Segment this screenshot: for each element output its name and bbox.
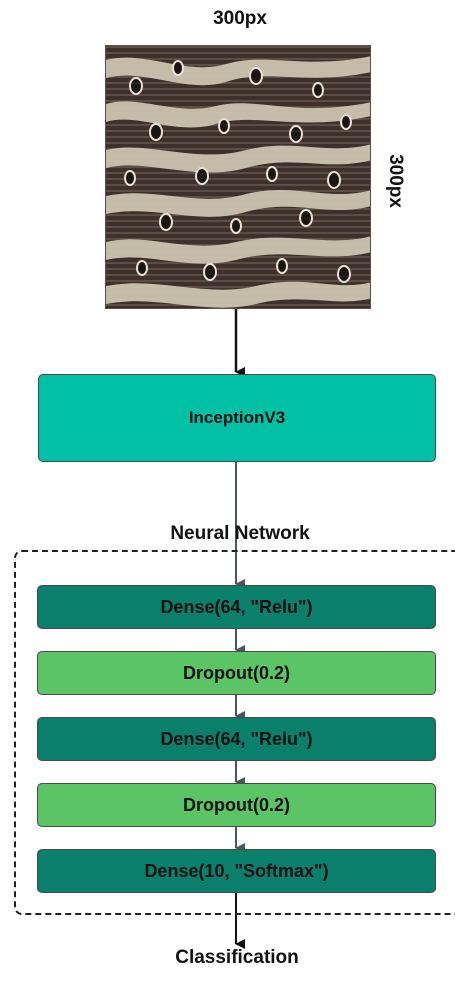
layer-label: Dropout(0.2) xyxy=(183,794,290,815)
layer-dropout-1: Dropout(0.2) xyxy=(37,651,436,695)
layer-dense-2: Dense(64, "Relu") xyxy=(37,717,436,761)
neural-network-title: Neural Network xyxy=(170,523,310,544)
layer-label: Dense(64, "Relu") xyxy=(160,596,313,617)
neural-network-frame xyxy=(14,550,455,915)
layer-dropout-2: Dropout(0.2) xyxy=(37,783,436,827)
layer-label: Dropout(0.2) xyxy=(183,662,290,683)
output-label: Classification xyxy=(175,947,299,968)
input-width-label: 300px xyxy=(213,8,267,29)
layer-label: Dense(10, "Softmax") xyxy=(144,860,329,881)
input-height-label: 300px xyxy=(385,154,406,208)
input-image xyxy=(105,45,371,309)
layer-dense-1: Dense(64, "Relu") xyxy=(37,585,436,629)
inception-label: InceptionV3 xyxy=(188,408,286,427)
wood-texture-image xyxy=(106,46,370,308)
layer-label: Dense(64, "Relu") xyxy=(160,728,313,749)
layer-dense-3: Dense(10, "Softmax") xyxy=(37,849,436,893)
inception-block: InceptionV3 xyxy=(38,374,436,462)
